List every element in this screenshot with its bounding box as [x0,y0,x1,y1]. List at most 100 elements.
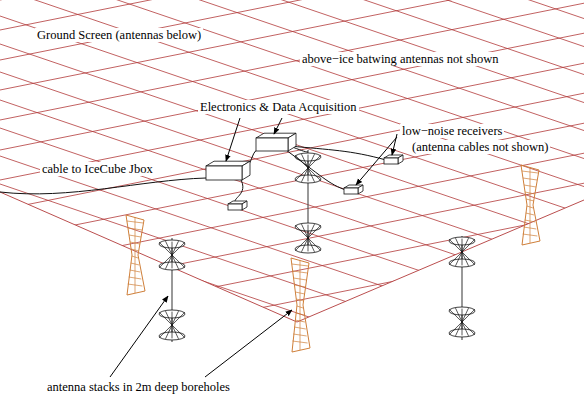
screen-wire [0,63,584,180]
callout-label: Ground Screen (antennas below) [35,28,203,42]
cone-rib [159,325,172,338]
slot-spine [300,260,301,350]
cone-rib [456,238,463,252]
cone-rib [449,239,462,252]
cone-rib [166,255,173,269]
cone-rib [449,309,462,322]
screen-wire [0,123,584,240]
callout-label: cable to IceCube Jbox [40,162,155,176]
signal-wire [286,150,346,190]
cone-rib [172,312,185,325]
cone-rib [308,238,309,251]
cone-rib [172,255,173,268]
screen-wire [0,393,584,404]
bicone-antenna [295,153,321,183]
screen-wire [0,153,584,270]
cone-rib [172,325,173,338]
screen-wire [0,212,584,404]
cone-rib [172,242,185,255]
screen-edge [0,192,584,322]
screen-wire [0,0,584,30]
screen-wire [0,0,584,75]
screen-wire [0,333,584,404]
screen-wire [0,0,584,19]
cone-rib [462,309,463,322]
cone-rib [462,239,463,252]
cone-rib [462,252,475,265]
screen-wire [0,0,584,187]
cone-rib [462,322,475,335]
cone-rib [308,224,315,238]
cone-rib [172,255,185,268]
screen-wire [0,273,584,390]
slot-outline [521,165,540,245]
cone-rib [308,225,309,238]
cone-rib [166,241,173,255]
bicone-antenna [159,310,185,340]
screen-wire [0,240,584,404]
slot-antenna [126,215,145,295]
box-front [344,188,358,194]
cone-rib [456,322,463,336]
screen-wire [0,184,584,383]
bicone-antenna [159,240,185,270]
callout-label: (antenna cables not shown) [410,140,550,154]
bicone-antenna [449,237,475,267]
cone-rib [308,168,309,181]
cone-rib [302,224,309,238]
cone-rib [295,238,308,251]
screen-wire [0,0,584,47]
cone-rib [166,311,173,325]
cone-rib [456,252,463,266]
slot-spine [530,167,531,243]
slot-outline [126,215,145,295]
cone-rib [308,238,315,252]
cone-rib [172,325,179,339]
callout-label: above−ice batwing antennas not shown [300,52,501,66]
screen-wire [0,303,584,404]
box-side [242,161,250,180]
screen-wire [0,128,584,327]
screen-wire [0,183,584,300]
daq-box [256,133,296,151]
cone-rib [462,239,475,252]
screen-wire [0,363,584,404]
box-side [358,185,363,194]
box-front [384,158,398,164]
cone-rib [308,238,321,251]
receiver-box [344,185,363,194]
signal-wire [235,178,243,204]
box-side [242,201,247,210]
cone-rib [159,242,172,255]
slot-antenna [291,258,310,352]
leader-arrow [274,118,282,134]
cone-rib [302,168,309,182]
cone-rib [462,252,469,266]
screen-wire [0,380,584,404]
cone-rib [159,255,172,268]
cone-rib [308,155,321,168]
leader-arrow [205,310,292,377]
screen-wire [0,16,584,215]
screen-wire [0,0,584,131]
cone-rib [462,308,469,322]
cone-rib [159,312,172,325]
callout-label: Electronics & Data Acquisition [198,100,359,114]
cone-rib [449,252,462,265]
box-front [206,166,242,180]
callout-label: antenna stacks in 2m deep boreholes [45,380,232,394]
slot-spine [135,217,136,293]
box-front [256,138,288,151]
cone-rib [462,322,469,336]
cone-rib [172,255,179,269]
cone-rib [449,322,462,335]
receiver-box [384,155,403,164]
leader-arrow [226,118,240,161]
cone-rib [172,312,173,325]
slot-antenna [521,165,540,245]
screen-wire [0,0,584,159]
daq-box [206,161,250,180]
screen-wire [0,93,584,210]
leader-arrow [110,296,168,377]
